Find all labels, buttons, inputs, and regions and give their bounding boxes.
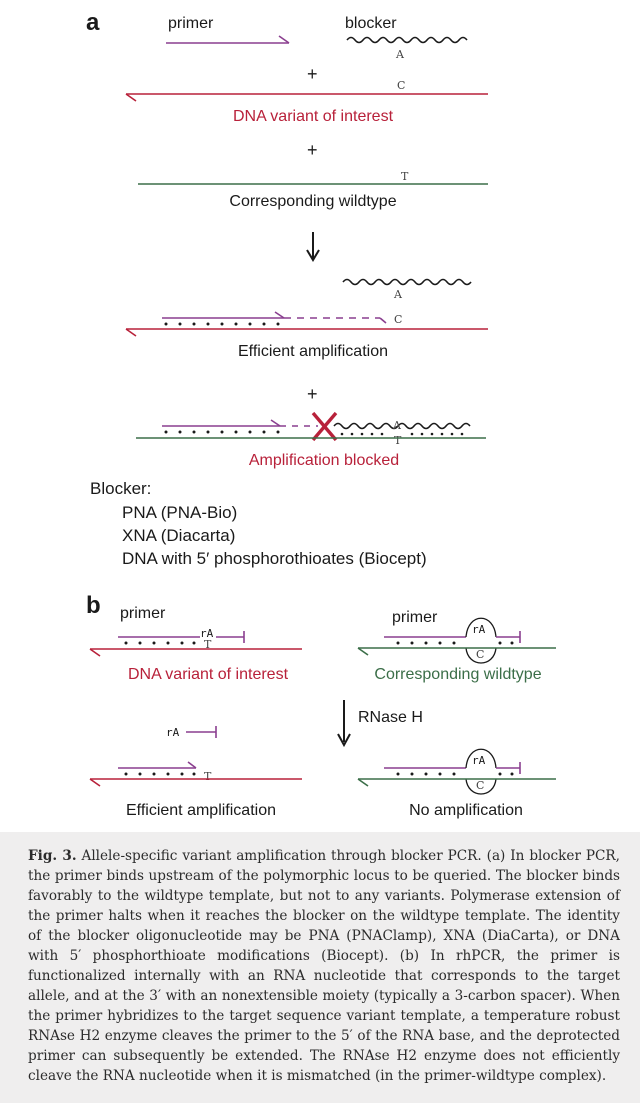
b-primer-label: primer bbox=[120, 605, 166, 622]
figure-caption: Fig. 3. Allele-specific variant amplific… bbox=[0, 832, 640, 1103]
wildtype-base-T: T bbox=[401, 170, 409, 183]
bound-blocker-strand bbox=[333, 422, 471, 430]
b-efficient-label: Efficient amplification bbox=[126, 802, 276, 819]
b-cleaved-rA: rA bbox=[166, 726, 180, 739]
blocked-primer-on-wildtype bbox=[162, 419, 318, 434]
blocker-label: blocker bbox=[345, 15, 397, 32]
caption-fig-label: Fig. 3. bbox=[28, 848, 77, 864]
b-rA-variant: rA bbox=[200, 627, 214, 640]
down-arrow-a bbox=[306, 232, 320, 262]
blocker-list-item: XNA (Diacarta) bbox=[122, 526, 235, 545]
plus-2: + bbox=[307, 140, 318, 160]
b-base-C-wildtype: C bbox=[476, 648, 484, 661]
plus-1: + bbox=[307, 64, 318, 84]
blocker-list-item: DNA with 5′ phosphorothioates (Biocept) bbox=[122, 549, 427, 568]
variant-label: DNA variant of interest bbox=[233, 108, 394, 125]
blocked-x-icon bbox=[311, 411, 338, 442]
b-uncleaved-primer bbox=[384, 748, 521, 795]
blocker-list-item: PNA (PNA-Bio) bbox=[122, 503, 237, 522]
rnase-arrow bbox=[337, 700, 351, 748]
caption-paragraph: Fig. 3. Allele-specific variant amplific… bbox=[28, 846, 620, 1086]
b-no-amplification-label: No amplification bbox=[409, 802, 523, 819]
b-deprotected-primer bbox=[118, 761, 197, 776]
b-variant-template-strand-2 bbox=[89, 778, 302, 787]
free-blocker-base-A: A bbox=[393, 288, 403, 301]
b-base-T-variant: T bbox=[204, 638, 212, 651]
blocker-base-A: A bbox=[395, 48, 405, 61]
b-rA-no-amp: rA bbox=[472, 754, 486, 767]
b-rh-primer-variant bbox=[118, 631, 245, 645]
variant-template-strand-2 bbox=[125, 328, 488, 337]
b-base-C-no-amp: C bbox=[476, 779, 484, 792]
blocked-base-T: T bbox=[394, 434, 402, 447]
b-base-T-cleaved: T bbox=[204, 770, 212, 783]
blocker-bonds bbox=[340, 432, 464, 436]
b-primer-label-right: primer bbox=[392, 609, 438, 626]
b-cleaved-fragment bbox=[186, 726, 217, 738]
extending-primer-on-variant bbox=[162, 311, 387, 326]
b-variant-template-strand bbox=[89, 648, 302, 657]
b-wildtype-template-strand bbox=[357, 647, 556, 656]
panel-a-letter: a bbox=[86, 9, 100, 36]
primer-label: primer bbox=[168, 15, 214, 32]
rnase-label: RNase H bbox=[358, 709, 423, 726]
efficient-base-C: C bbox=[394, 313, 402, 326]
bound-blocker-base-A: A bbox=[392, 419, 402, 432]
efficient-amplification-label: Efficient amplification bbox=[238, 343, 388, 360]
variant-template-strand bbox=[125, 93, 488, 102]
blocker-list-title: Blocker: bbox=[90, 479, 151, 498]
figure-diagram: a primer blocker A + C DNA variant of in… bbox=[86, 9, 556, 819]
b-wildtype-template-strand-2 bbox=[357, 778, 556, 787]
plus-3: + bbox=[307, 384, 318, 404]
variant-base-C: C bbox=[397, 79, 405, 92]
primer-strand bbox=[166, 35, 290, 44]
b-rh-primer-wildtype bbox=[384, 617, 521, 664]
amplification-blocked-label: Amplification blocked bbox=[249, 452, 399, 469]
wildtype-label: Corresponding wildtype bbox=[229, 193, 396, 210]
caption-text: Allele-specific variant amplification th… bbox=[28, 848, 620, 1084]
blocker-strand bbox=[346, 36, 468, 44]
free-blocker-strand bbox=[342, 278, 472, 286]
panel-b-letter: b bbox=[86, 592, 101, 619]
b-wildtype-label: Corresponding wildtype bbox=[374, 666, 541, 683]
b-rA-wildtype: rA bbox=[472, 623, 486, 636]
b-variant-label: DNA variant of interest bbox=[128, 666, 289, 683]
